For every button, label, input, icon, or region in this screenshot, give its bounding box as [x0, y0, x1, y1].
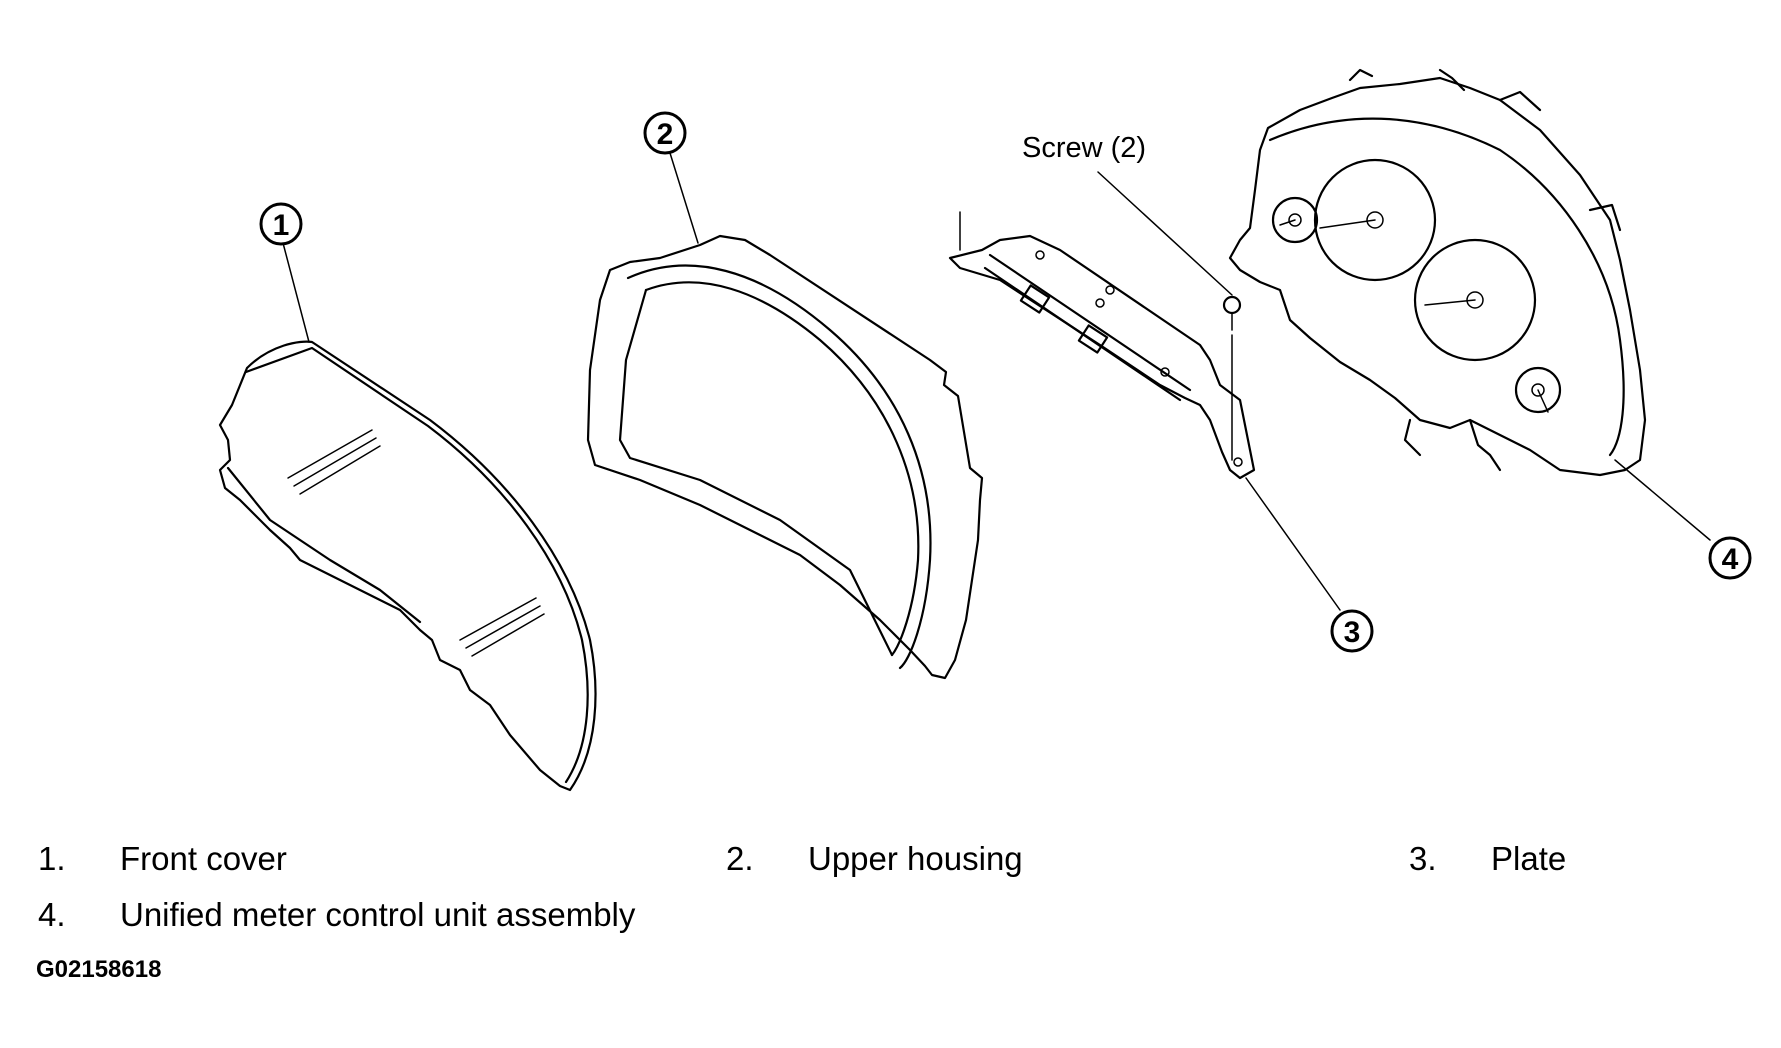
- callout-4-number: 4: [1722, 543, 1739, 576]
- legend-item-3-number: 3.: [1409, 840, 1437, 877]
- front-cover-drawing: [218, 242, 597, 792]
- callout-3-number: 3: [1344, 616, 1361, 649]
- callout-2-number: 2: [657, 118, 674, 151]
- figure-code: G02158618: [36, 956, 162, 983]
- callout-1: 1: [259, 202, 303, 246]
- callout-4: 4: [1708, 536, 1752, 580]
- legend-item-4-number: 4.: [38, 896, 66, 933]
- legend-item-4-label: Unified meter control unit assembly: [120, 896, 636, 933]
- legend-item-2-label: Upper housing: [808, 840, 1023, 877]
- legend-item-2-number: 2.: [726, 840, 754, 877]
- upper-housing-drawing: [586, 152, 984, 680]
- meter-assembly-drawing: [1228, 68, 1711, 541]
- plate-drawing: [948, 171, 1341, 611]
- callout-3: 3: [1330, 609, 1374, 653]
- callout-2: 2: [643, 111, 687, 155]
- legend-item-1-number: 1.: [38, 840, 66, 877]
- callout-1-number: 1: [273, 209, 290, 242]
- legend-item-3-label: Plate: [1491, 840, 1567, 877]
- legend-item-1-label: Front cover: [120, 840, 287, 877]
- screw-label: Screw (2): [1022, 132, 1146, 164]
- exploded-view-diagram: 1 2 3 4 Screw (2): [218, 68, 1752, 792]
